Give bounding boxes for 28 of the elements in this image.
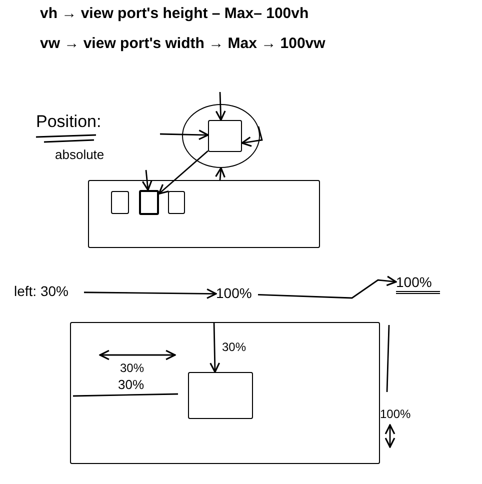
dimension-label: 30% bbox=[222, 339, 246, 355]
arrow bbox=[215, 167, 226, 180]
dimension-label: 100% bbox=[380, 406, 411, 422]
arrow bbox=[84, 288, 217, 299]
measure-text: left: 30% bbox=[14, 283, 84, 301]
element-box bbox=[111, 191, 129, 214]
dimension-label: 30% bbox=[120, 360, 144, 376]
heading-text: Position: bbox=[36, 114, 102, 130]
arrow bbox=[241, 126, 263, 147]
note-text: vh → view port's height – Max– 100vh bbox=[40, 6, 309, 22]
measure-text: 100% bbox=[396, 274, 440, 294]
arrow bbox=[158, 150, 208, 195]
arrow bbox=[215, 92, 226, 121]
note-text: vw → view port's width → Max → 100vw bbox=[40, 36, 326, 52]
arrow bbox=[210, 322, 220, 373]
arrow bbox=[142, 170, 152, 191]
arrow bbox=[160, 130, 209, 140]
element-box bbox=[139, 190, 159, 215]
dimension-label: 30% bbox=[118, 377, 144, 393]
container-box bbox=[88, 180, 320, 248]
measure-text: 100% bbox=[216, 285, 258, 303]
element-box bbox=[208, 120, 242, 152]
arrow bbox=[258, 276, 397, 299]
element-box bbox=[168, 191, 185, 214]
element-box bbox=[188, 372, 253, 419]
note-text: absolute bbox=[55, 147, 104, 163]
zoom-circle bbox=[182, 104, 260, 168]
container-box bbox=[70, 322, 380, 464]
